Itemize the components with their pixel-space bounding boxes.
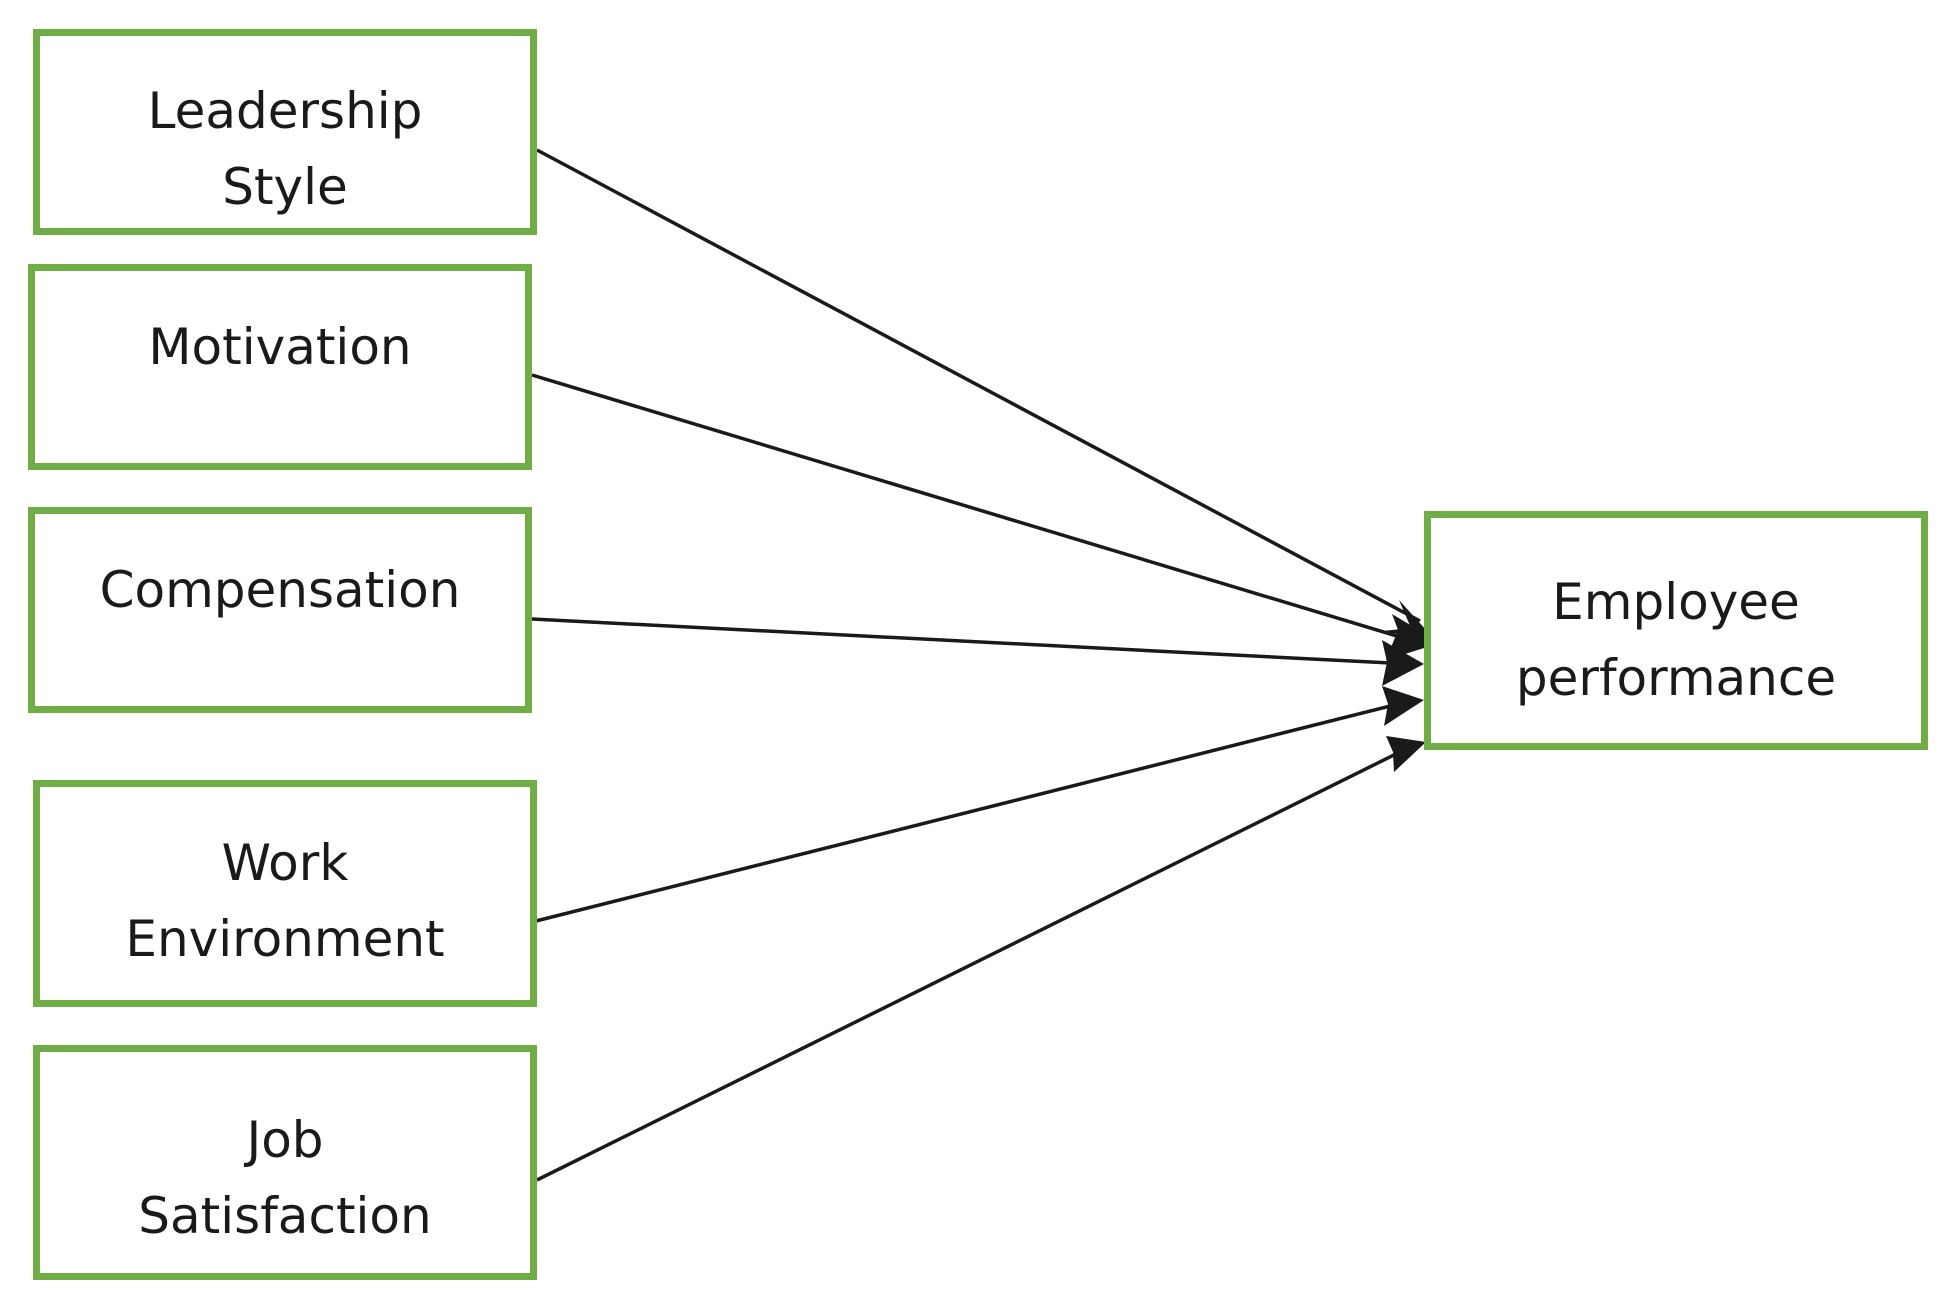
node-employee-performance: Employee performance: [1424, 511, 1928, 750]
node-label-line: Environment: [125, 910, 445, 968]
arrowhead-compensation: [1382, 640, 1424, 686]
node-label-line: Satisfaction: [138, 1187, 432, 1245]
node-label-line: performance: [1515, 649, 1837, 707]
node-label-line: Work: [221, 834, 349, 892]
arrowhead-work-environment: [1382, 686, 1424, 726]
node-work-environment: Work Environment: [33, 780, 537, 1007]
arrowhead-job-satisfaction: [1386, 736, 1426, 772]
node-label-line: Employee: [1552, 573, 1800, 631]
arrow-work-environment-to-performance: [531, 700, 1407, 924]
node-label-line: Compensation: [99, 561, 461, 619]
node-label-line: Job: [246, 1111, 324, 1169]
node-label-line: Motivation: [148, 318, 412, 376]
arrow-compensation-to-performance: [531, 617, 1411, 666]
node-job-satisfaction: Job Satisfaction: [33, 1045, 537, 1280]
arrow-job-satisfaction-to-performance: [536, 746, 1409, 1182]
arrow-motivation-to-performance: [531, 373, 1421, 645]
arrowhead-leadership: [1382, 600, 1436, 641]
node-motivation: Motivation: [28, 264, 532, 470]
node-leadership-style: Leadership Style: [33, 29, 537, 235]
node-label-line: Style: [222, 158, 348, 216]
arrowhead-motivation: [1386, 614, 1440, 660]
node-compensation: Compensation: [28, 507, 532, 713]
arrow-leadership-to-performance: [536, 148, 1421, 623]
node-label-line: Leadership: [147, 82, 423, 140]
